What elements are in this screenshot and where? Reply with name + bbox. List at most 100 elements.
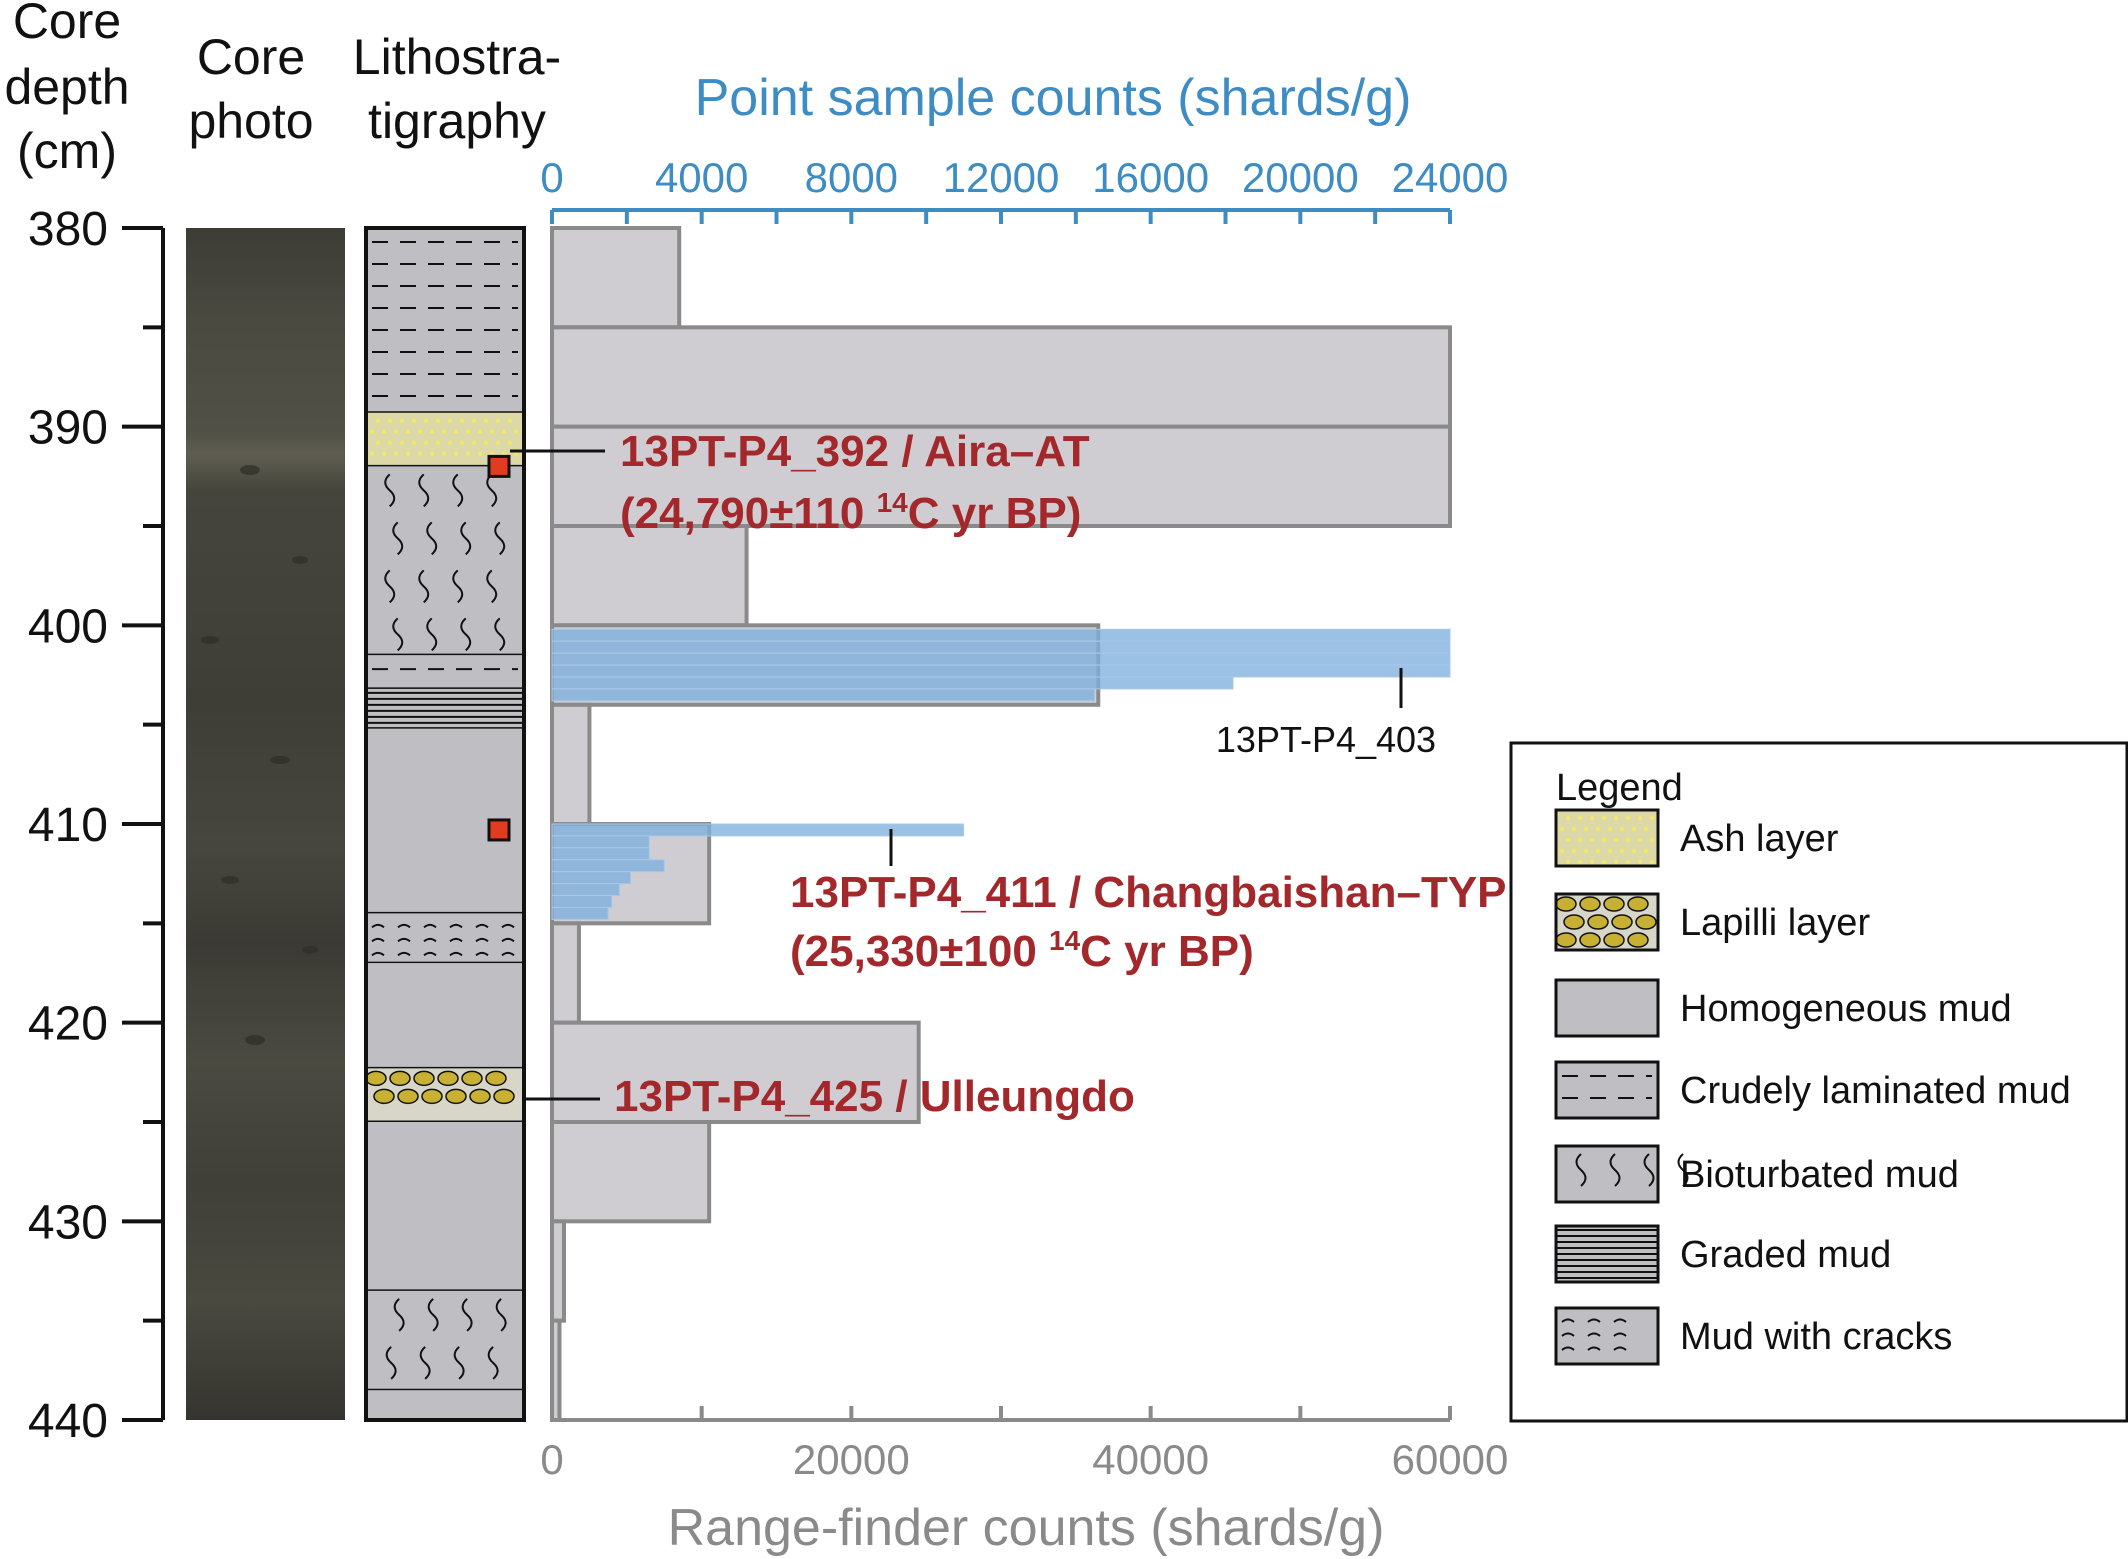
legend-swatch-frame <box>1554 1144 1660 1204</box>
bio-squiggle <box>460 617 472 652</box>
bio-squiggle <box>384 569 396 604</box>
top-tick-label: 24000 <box>1392 154 1509 201</box>
litho-fill-crude <box>366 655 524 689</box>
crack-mark <box>1561 1332 1575 1337</box>
litho-fill-bio <box>1556 1146 1658 1202</box>
column-headers: Core depth (cm) Core photo Lithostra- ti… <box>4 0 561 179</box>
ash-dot <box>417 429 423 434</box>
range-bar <box>550 524 749 628</box>
ash-dot <box>1625 815 1631 821</box>
litho-layer-graded <box>366 688 524 731</box>
ash-dot <box>1631 826 1637 832</box>
annotation-392-line1: 13PT-P4_392 / Aira–AT <box>620 427 1090 476</box>
ash-dot <box>393 429 399 434</box>
ash-dot <box>1643 848 1649 854</box>
bio-squiggle <box>392 521 404 556</box>
depth-tick-label: 400 <box>28 600 108 653</box>
ash-dot <box>417 451 423 456</box>
legend-swatch-frame <box>1554 892 1660 952</box>
crack-mark <box>449 937 463 943</box>
litho-fill-crude <box>366 228 524 413</box>
lapilli-clast <box>397 1088 419 1105</box>
point-axis-title: Point sample counts (shards/g) <box>695 69 1412 127</box>
ash-dot <box>495 418 501 423</box>
litho-layer-bio <box>366 466 524 657</box>
ash-dot <box>411 440 417 445</box>
ash-dot <box>393 451 399 456</box>
ash-dot <box>1607 848 1613 854</box>
ash-dot <box>513 451 519 456</box>
ash-dot <box>477 451 483 456</box>
litho-fill-bio <box>366 1290 524 1391</box>
ash-dot <box>405 429 411 434</box>
ash-dot <box>441 429 447 434</box>
ash-dot <box>399 440 405 445</box>
crack-mark <box>1561 1346 1575 1351</box>
ash-dot <box>1595 826 1601 832</box>
litho-layer-homog <box>366 1122 524 1293</box>
ash-dot <box>501 451 507 456</box>
legend-swatch-frame <box>1554 1306 1660 1366</box>
legend-label: Bioturbated mud <box>1680 1154 1959 1196</box>
ash-dot <box>1589 815 1595 821</box>
range-bar <box>550 325 1452 429</box>
ash-dot <box>429 451 435 456</box>
bio-squiggle <box>418 473 430 508</box>
ash-dot <box>1583 848 1589 854</box>
ash-dot <box>489 451 495 456</box>
ash-dot <box>1613 815 1619 821</box>
point-bar <box>551 640 1451 654</box>
lapilli-clast <box>1611 914 1633 930</box>
ash-dot <box>1619 848 1625 854</box>
legend-item-crude: Crudely laminated mud <box>1554 1060 2071 1120</box>
legend-label: Lapilli layer <box>1680 902 1870 944</box>
ash-dot <box>1637 837 1643 843</box>
crack-mark <box>397 937 411 943</box>
lapilli-clast <box>1603 932 1625 948</box>
litho-layer-lapilli <box>365 1068 524 1124</box>
ash-dot <box>381 451 387 456</box>
ash-dot <box>381 429 387 434</box>
range-bar <box>550 226 682 330</box>
litho-layer-homog <box>366 1390 524 1422</box>
ash-dot <box>459 440 465 445</box>
litho-fill-cracks <box>1556 1308 1658 1364</box>
point-bar <box>551 835 650 849</box>
ash-dot <box>423 418 429 423</box>
crack-mark <box>423 951 437 957</box>
ash-dot <box>1619 826 1625 832</box>
header-litho-2: tigraphy <box>368 93 546 149</box>
core-photo-image <box>186 228 345 1420</box>
ash-dot <box>1613 837 1619 843</box>
lapilli-clast <box>1587 914 1609 930</box>
ash-dot <box>501 429 507 434</box>
point-bar <box>551 895 613 908</box>
lapilli-clast <box>1555 896 1577 912</box>
ash-dot <box>477 429 483 434</box>
lapilli-clast <box>421 1088 443 1105</box>
crack-mark <box>423 923 437 929</box>
ash-dot <box>471 418 477 423</box>
lithostratigraphy-column <box>364 226 526 1422</box>
ash-dot <box>489 429 495 434</box>
litho-fill-homog <box>366 1390 524 1420</box>
annotation-392-line2: (24,790±110 14C yr BP) <box>620 487 1081 538</box>
crack-mark <box>397 923 411 929</box>
depth-tick-label: 430 <box>28 1196 108 1249</box>
top-tick-label: 8000 <box>805 154 898 201</box>
header-core-depth-2: depth <box>4 59 129 115</box>
bio-squiggle <box>1643 1153 1655 1187</box>
ash-dot <box>1577 837 1583 843</box>
ash-dot <box>435 418 441 423</box>
bio-squiggle <box>418 569 430 604</box>
sample-marker <box>487 818 511 842</box>
bio-squiggle <box>426 617 438 652</box>
crack-mark <box>475 937 489 943</box>
ash-dot <box>471 440 477 445</box>
bio-squiggle <box>385 1346 397 1380</box>
lapilli-clast <box>437 1070 459 1087</box>
crack-mark <box>449 951 463 957</box>
lapilli-clast <box>1579 896 1601 912</box>
point-bar <box>551 906 609 920</box>
